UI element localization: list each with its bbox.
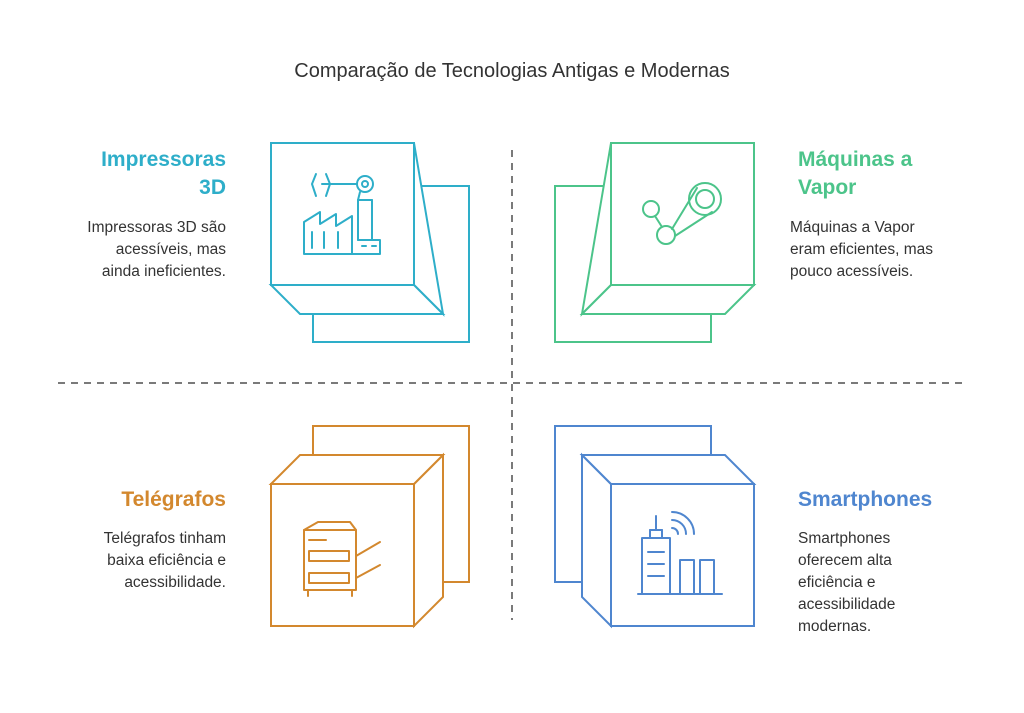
telegraph-machine-icon xyxy=(303,521,381,597)
bottom-right-description: Smartphones oferecem alta eficiência e a… xyxy=(798,528,998,638)
desc-line-1: Máquinas a Vapor xyxy=(790,219,915,236)
cube-top-face xyxy=(579,454,757,485)
cube-bottom-right xyxy=(554,425,757,629)
cube-bottom-face xyxy=(268,284,446,315)
desc-line-1: Impressoras 3D são xyxy=(87,219,226,236)
title-line-1: Smartphones xyxy=(798,488,933,511)
cube-bottom-face xyxy=(579,284,757,315)
bottom-left-description: Telégrafos tinham baixa eficiência e ace… xyxy=(30,528,226,594)
title-line-1: Impressoras xyxy=(101,148,226,171)
cube-top-left xyxy=(268,142,470,343)
title-line-2: Vapor xyxy=(798,176,857,199)
top-left-title: Impressoras 3D xyxy=(40,146,226,202)
desc-line-5: modernas. xyxy=(798,618,872,635)
cube-front-face xyxy=(270,483,415,627)
desc-line-2: baixa eficiência e xyxy=(107,552,226,569)
desc-line-2: eram eficientes, mas xyxy=(790,241,933,258)
cube-top-right xyxy=(554,142,757,343)
desc-line-2: oferecem alta xyxy=(798,552,892,569)
page-title: Comparação de Tecnologias Antigas e Mode… xyxy=(294,60,730,82)
city-signal-icon xyxy=(637,511,723,595)
steam-engine-linkage-icon xyxy=(642,182,722,245)
cube-top-face xyxy=(268,454,446,485)
desc-line-3: eficiência e xyxy=(798,574,876,591)
desc-line-3: pouco acessíveis. xyxy=(790,263,914,280)
cube-front-face xyxy=(270,142,415,286)
desc-line-2: acessíveis, mas xyxy=(115,241,226,258)
bottom-right-title: Smartphones xyxy=(798,486,998,514)
top-right-description: Máquinas a Vapor eram eficientes, mas po… xyxy=(790,217,1000,283)
bottom-left-title: Telégrafos xyxy=(40,486,226,514)
title-line-1: Máquinas a xyxy=(798,148,913,171)
cube-front-face xyxy=(610,142,755,286)
desc-line-1: Telégrafos tinham xyxy=(103,530,226,547)
title-line-1: Telégrafos xyxy=(121,488,226,511)
cube-bottom-left xyxy=(268,425,470,629)
desc-line-1: Smartphones xyxy=(798,530,891,547)
cube-front-face xyxy=(610,483,755,627)
factory-robot-arm-icon xyxy=(303,173,381,255)
top-right-title: Máquinas a Vapor xyxy=(798,146,998,202)
title-line-2: 3D xyxy=(199,176,226,199)
top-left-description: Impressoras 3D são acessíveis, mas ainda… xyxy=(30,217,226,283)
desc-line-3: ainda ineficientes. xyxy=(101,263,226,280)
desc-line-3: acessibilidade. xyxy=(124,574,226,591)
desc-line-4: acessibilidade xyxy=(798,596,896,613)
